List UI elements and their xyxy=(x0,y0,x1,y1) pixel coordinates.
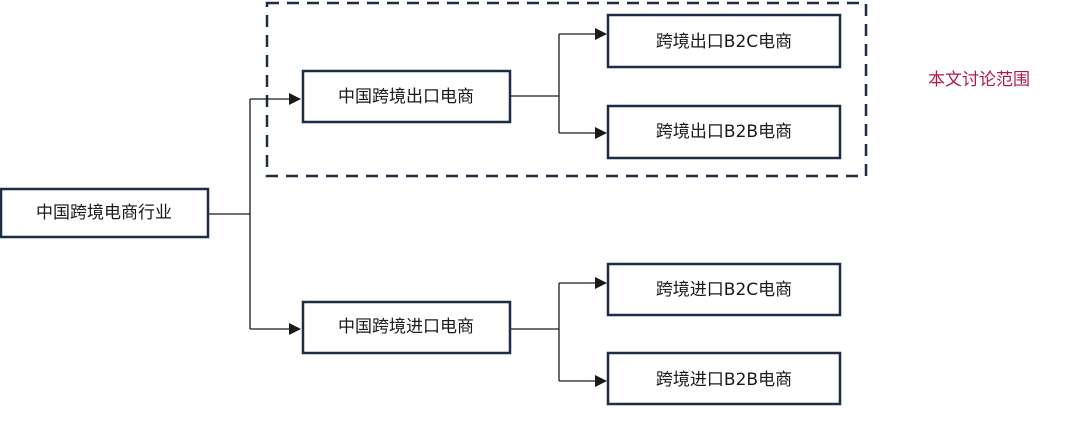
node-import-b2b-label: 跨境进口B2B电商 xyxy=(656,370,792,390)
node-root-label: 中国跨境电商行业 xyxy=(36,203,172,223)
node-import-b2b: 跨境进口B2B电商 xyxy=(606,351,842,406)
node-export-b2b-label: 跨境出口B2B电商 xyxy=(656,122,792,142)
connectors-import xyxy=(510,277,607,387)
connectors-export xyxy=(510,28,607,139)
scope-label: 本文讨论范围 xyxy=(928,70,1030,90)
node-import: 中国跨境进口电商 xyxy=(301,300,512,355)
connectors-root xyxy=(208,93,301,335)
node-export-b2b: 跨境出口B2B电商 xyxy=(606,104,842,160)
node-root: 中国跨境电商行业 xyxy=(0,187,210,239)
node-import-b2c-label: 跨境进口B2C电商 xyxy=(656,280,792,300)
node-import-b2c: 跨境进口B2C电商 xyxy=(606,262,842,317)
node-export: 中国跨境出口电商 xyxy=(301,69,512,124)
node-import-label: 中国跨境进口电商 xyxy=(338,317,474,337)
node-export-label: 中国跨境出口电商 xyxy=(338,87,474,107)
node-export-b2c-label: 跨境出口B2C电商 xyxy=(656,32,792,52)
scope-dashed-boundary xyxy=(265,1,868,178)
node-export-b2c: 跨境出口B2C电商 xyxy=(606,13,842,69)
